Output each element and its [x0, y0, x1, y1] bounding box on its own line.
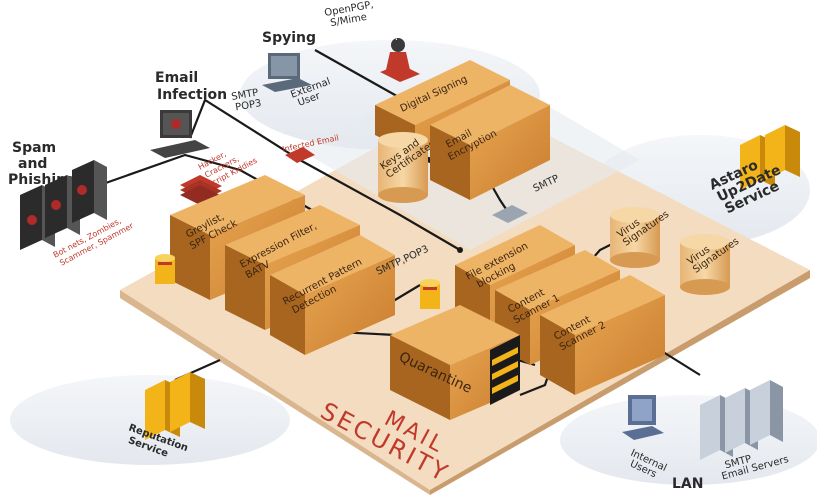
svg-text:?: ?: [394, 32, 399, 43]
trash-can-icon: [420, 279, 440, 309]
smtp-top-1: SMTP: [231, 87, 260, 103]
lan-label: LAN: [672, 476, 703, 492]
email-encryption-module: Email Encryption: [430, 85, 550, 200]
spy-figure-icon: ?: [380, 32, 420, 82]
reputation-servers-icon: [145, 372, 205, 440]
smtp-servers-icon: [700, 380, 783, 460]
trash-can-icon: [155, 254, 175, 284]
infection-heading-2: Infection: [157, 87, 227, 103]
smtp-top-2: POP3: [234, 98, 262, 113]
astaro-up2date-group: Astaro Up2Date Service: [707, 125, 800, 217]
recurrent-pattern-module: Recurrent Pattern Detection: [270, 235, 395, 355]
external-user-computer-icon: [262, 53, 312, 92]
keys-certificates-module: Keys and Certificates: [378, 132, 437, 203]
astaro-servers-icon: [740, 125, 800, 190]
quarantine-module: Quarantine: [390, 305, 520, 420]
router-icon: [492, 205, 528, 223]
infection-heading-1: Email: [155, 70, 198, 86]
hazard-stripes: [490, 335, 520, 405]
internal-user-computer-icon: [622, 395, 664, 440]
spying-group: Spying OpenPGP, S/Mime External User ?: [262, 0, 420, 109]
spam-heading-1: Spam: [12, 140, 56, 156]
content-scanner-2-module: Content Scanner 2: [540, 275, 665, 395]
virus-signatures-2: Virus Signatures: [680, 234, 741, 295]
spam-phishing-group: Spam and Phishing Bot nets, Zombies, Sca…: [8, 140, 136, 268]
hacker-computer-icon: [150, 110, 210, 158]
smtp-pop3-top-label: SMTP POP3: [231, 87, 263, 113]
spam-heading-2: and: [18, 156, 47, 172]
infected-envelope-icon: [285, 147, 315, 163]
spying-heading: Spying: [262, 30, 316, 46]
botnet-servers-icon: [20, 160, 107, 250]
